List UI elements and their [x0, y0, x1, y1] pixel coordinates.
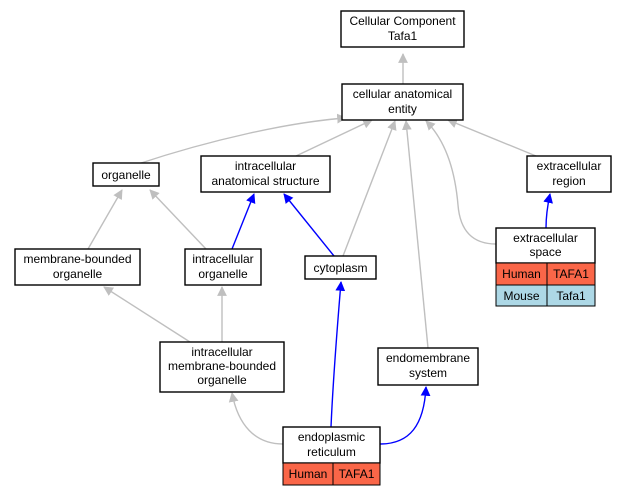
- node-label: Cellular Component: [349, 14, 456, 28]
- annotation-row-human: Human TAFA1: [495, 262, 596, 286]
- annotation-row-human: Human TAFA1: [282, 462, 381, 486]
- node-label: endoplasmic: [298, 430, 365, 444]
- node-cytoplasm[interactable]: cytoplasm: [304, 255, 377, 280]
- node-label: reticulum: [307, 445, 356, 459]
- edge-ecr-to-cae: [447, 118, 537, 157]
- node-label: intracellular: [191, 345, 252, 359]
- node-organelle[interactable]: organelle: [92, 162, 160, 187]
- node-extracellular-space[interactable]: extracellular space Human TAFA1 Mouse Ta…: [495, 227, 596, 307]
- node-label: intracellular: [192, 252, 253, 266]
- node-label: cytoplasm: [313, 261, 367, 275]
- node-cellular-component-tafa1[interactable]: Cellular Component Tafa1: [340, 10, 465, 48]
- species-label: Human: [502, 267, 541, 281]
- edge-cyto-to-ias: [283, 193, 335, 257]
- edge-imbo-to-mbo: [103, 286, 191, 343]
- node-label: anatomical structure: [211, 174, 319, 188]
- edge-er-to-imbo: [228, 392, 284, 445]
- node-cellular-anatomical-entity[interactable]: cellular anatomical entity: [341, 83, 464, 121]
- node-label: cellular anatomical: [353, 87, 452, 101]
- node-intracellular-anatomical-structure[interactable]: intracellular anatomical structure: [200, 155, 331, 193]
- node-label: extracellular: [513, 231, 578, 245]
- edge-io-to-ias: [231, 193, 256, 250]
- edge-ecs-to-cae: [425, 120, 497, 245]
- node-label: membrane-bounded: [168, 359, 276, 373]
- node-label: region: [552, 174, 585, 188]
- node-label: endomembrane: [386, 351, 470, 365]
- node-label: organelle: [197, 373, 247, 387]
- edge-er-to-ems: [379, 386, 431, 445]
- edge-io-to-organelle: [149, 189, 207, 250]
- node-endomembrane-system[interactable]: endomembrane system: [377, 347, 479, 386]
- node-label: Tafa1: [388, 29, 418, 43]
- annotation-row-mouse: Mouse Tafa1: [495, 284, 596, 307]
- node-label: membrane-bounded: [23, 252, 131, 266]
- node-label: extracellular: [537, 159, 602, 173]
- species-label: Mouse: [503, 289, 539, 303]
- node-label: space: [529, 245, 561, 259]
- gene-label: TAFA1: [339, 467, 375, 481]
- node-label: organelle: [53, 267, 103, 281]
- edge-mbo-to-organelle: [87, 189, 123, 250]
- edge-ias-to-cae: [295, 119, 373, 157]
- gene-label: TAFA1: [553, 267, 589, 281]
- node-label: organelle: [198, 267, 248, 281]
- edge-organelle-to-cae: [137, 113, 347, 165]
- species-label: Human: [289, 467, 328, 481]
- node-extracellular-region[interactable]: extracellular region: [526, 155, 612, 193]
- node-endoplasmic-reticulum[interactable]: endoplasmic reticulum Human TAFA1: [282, 426, 381, 486]
- node-intracellular-organelle[interactable]: intracellular organelle: [184, 248, 262, 286]
- node-intracellular-membrane-bounded-organelle[interactable]: intracellular membrane-bounded organelle: [159, 341, 285, 393]
- edge-er-to-cyto: [330, 281, 346, 428]
- node-label: organelle: [101, 168, 151, 182]
- node-label: system: [409, 366, 447, 380]
- node-label: intracellular: [235, 159, 296, 173]
- edge-ems-to-cae: [401, 120, 429, 349]
- node-membrane-bounded-organelle[interactable]: membrane-bounded organelle: [14, 248, 141, 286]
- node-label: entity: [388, 102, 417, 116]
- edge-cyto-to-cae: [342, 120, 397, 257]
- gene-label: Tafa1: [556, 289, 586, 303]
- edge-ecs-to-ecr: [543, 193, 553, 229]
